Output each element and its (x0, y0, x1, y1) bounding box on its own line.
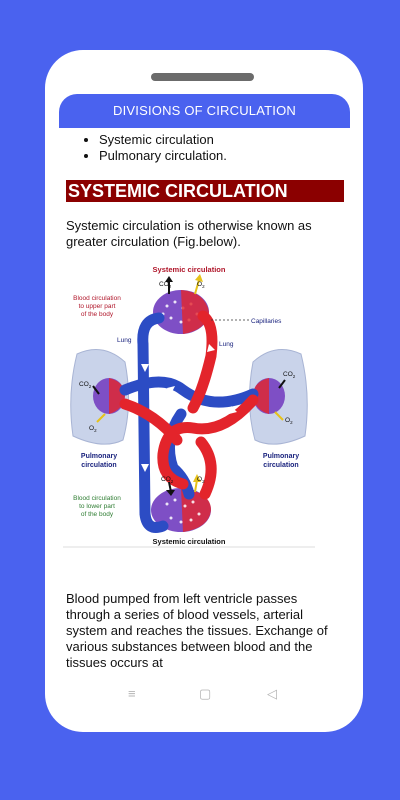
app-screen: DIVISIONS OF CIRCULATION Systemic circul… (59, 94, 350, 674)
circulation-list: Systemic circulation Pulmonary circulati… (83, 132, 227, 164)
o2-subscript: 2 (202, 479, 205, 484)
co2-label: CO (159, 281, 169, 288)
intro-paragraph: Systemic circulation is otherwise known … (66, 218, 312, 249)
svg-text:CO2: CO2 (79, 381, 92, 389)
co2-label: CO (161, 476, 171, 483)
svg-text:O2: O2 (285, 417, 293, 425)
scroll-content[interactable]: Systemic circulation Pulmonary circulati… (59, 128, 350, 674)
upper-body-label: of the body (81, 311, 114, 318)
back-icon[interactable]: ◁ (267, 686, 277, 701)
co2-label: CO (79, 381, 89, 388)
o2-label: O (197, 476, 202, 483)
co2-subscript: 2 (89, 384, 92, 389)
svg-text:CO2: CO2 (159, 281, 172, 289)
lower-body-label: of the body (81, 511, 114, 518)
svg-text:O2: O2 (89, 425, 97, 433)
list-item: Systemic circulation (99, 132, 227, 148)
lower-body-label: Blood circulation (73, 495, 121, 502)
co2-subscript: 2 (169, 284, 172, 289)
upper-body-label: Blood circulation (73, 295, 121, 302)
lung-label-left: Lung (117, 337, 132, 344)
o2-subscript: 2 (290, 420, 293, 425)
co2-subscript: 2 (293, 374, 296, 379)
pulmonary-label-right: Pulmonary (263, 453, 299, 460)
speaker-grille (151, 73, 254, 81)
capillaries-label: Capillaries (251, 318, 282, 325)
lower-body-label: to lower part (79, 503, 115, 510)
diagram-title-bottom: Systemic circulation (153, 537, 226, 546)
list-item: Pulmonary circulation. (99, 148, 227, 164)
body-paragraph: Blood pumped from left ventricle passes … (66, 591, 328, 670)
pulmonary-label-right: circulation (263, 462, 298, 469)
pulmonary-label-left: circulation (81, 462, 116, 469)
o2-subscript: 2 (94, 428, 97, 433)
co2-label: CO (283, 371, 293, 378)
section-heading: SYSTEMIC CIRCULATION (66, 180, 344, 202)
lung-label-right: Lung (219, 341, 234, 348)
o2-label: O (89, 425, 94, 432)
pulmonary-label-left: Pulmonary (81, 453, 117, 460)
phone-frame: DIVISIONS OF CIRCULATION Systemic circul… (45, 50, 363, 732)
diagram-title-top: Systemic circulation (153, 265, 226, 274)
app-bar-title: DIVISIONS OF CIRCULATION (59, 94, 350, 128)
co2-subscript: 2 (171, 479, 174, 484)
svg-text:CO2: CO2 (283, 371, 296, 379)
o2-label: O (285, 417, 290, 424)
home-icon[interactable]: ▢ (199, 686, 212, 701)
svg-text:CO2: CO2 (161, 476, 174, 484)
menu-icon[interactable]: ≡ (128, 686, 136, 701)
svg-text:O2: O2 (197, 476, 205, 484)
svg-text:O2: O2 (197, 281, 205, 289)
o2-subscript: 2 (202, 284, 205, 289)
upper-body-label: to upper part (79, 303, 116, 310)
systemic-circulation-diagram: Systemic circulation Systemic circulatio… (63, 264, 315, 548)
system-navigation-bar: ≡ ▢ ◁ (45, 674, 363, 732)
o2-label: O (197, 281, 202, 288)
